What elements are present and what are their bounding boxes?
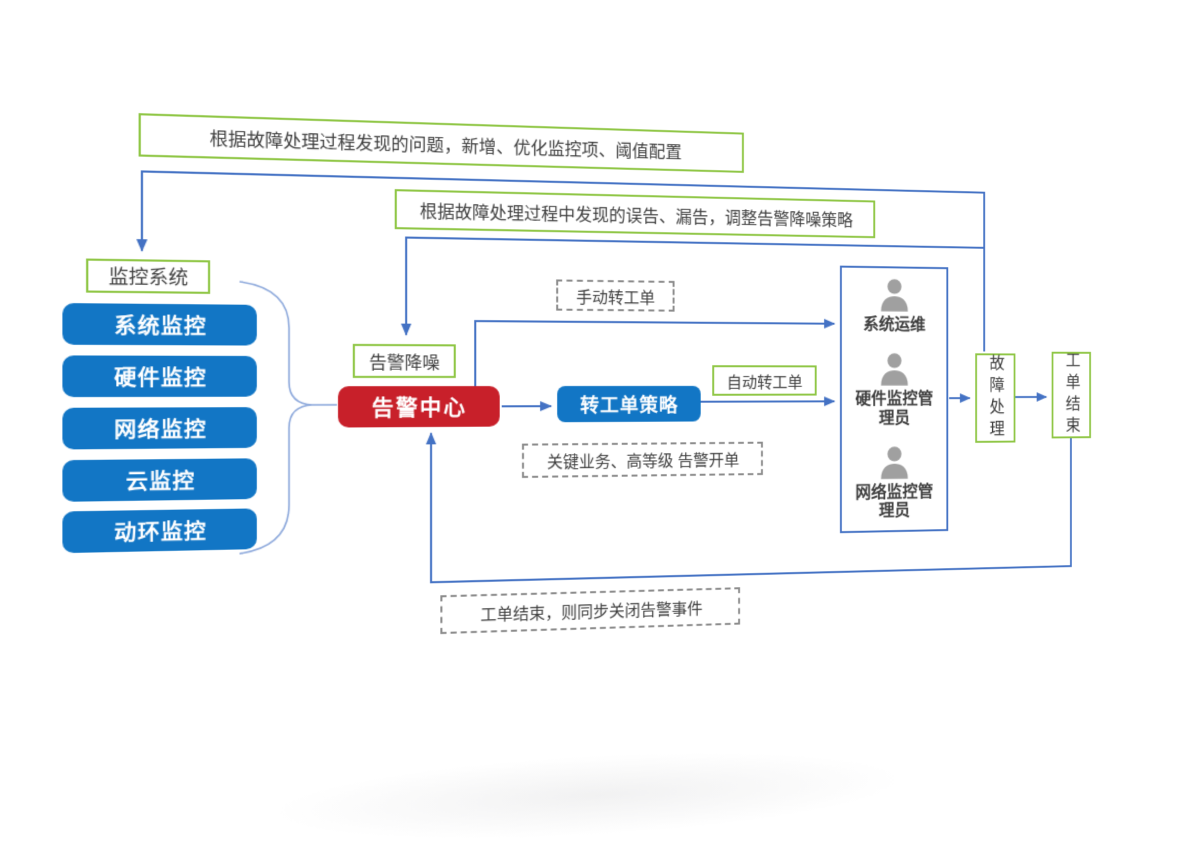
- node-system-monitoring: 系统监控: [62, 303, 257, 346]
- monitoring-system-title: 监控系统: [86, 258, 211, 294]
- person-icon: [881, 353, 908, 386]
- node-facility-monitoring: 动环监控: [62, 508, 257, 554]
- ticket-close-label: 工单结束: [1063, 351, 1080, 439]
- node-cloud-monitoring: 云监控: [62, 458, 257, 502]
- operator-label: 系统运维: [863, 315, 926, 334]
- node-network-monitoring: 网络监控: [62, 407, 257, 450]
- operator-network-admin: 网络监控管理员: [846, 443, 943, 521]
- operator-label: 网络监控管理员: [855, 482, 934, 521]
- node-ticket-policy: 转工单策略: [557, 385, 701, 423]
- label-manual-ticket: 手动转工单: [556, 279, 675, 312]
- operators-group: 系统运维 硬件监控管理员 网络监控管理员: [839, 265, 949, 534]
- node-ticket-close: 工单结束: [1051, 351, 1091, 439]
- node-fault-handling: 故障处理: [975, 353, 1016, 443]
- label-auto-ticket: 自动转工单: [712, 365, 817, 396]
- person-icon: [881, 279, 908, 312]
- node-hardware-monitoring: 硬件监控: [62, 355, 257, 398]
- operator-system-ops: 系统运维: [846, 275, 943, 334]
- operator-label: 硬件监控管理员: [855, 389, 934, 427]
- node-alert-center: 告警中心: [338, 386, 500, 428]
- operator-hardware-admin: 硬件监控管理员: [846, 350, 943, 428]
- person-icon: [881, 446, 908, 479]
- label-key-business: 关键业务、高等级 告警开单: [521, 441, 763, 478]
- flow-diagram: 根据故障处理过程发现的问题，新增、优化监控项、阈值配置 根据故障处理过程中发现的…: [0, 0, 1152, 857]
- fault-handling-label: 故障处理: [986, 354, 1004, 442]
- node-alert-noise: 告警降噪: [352, 343, 456, 378]
